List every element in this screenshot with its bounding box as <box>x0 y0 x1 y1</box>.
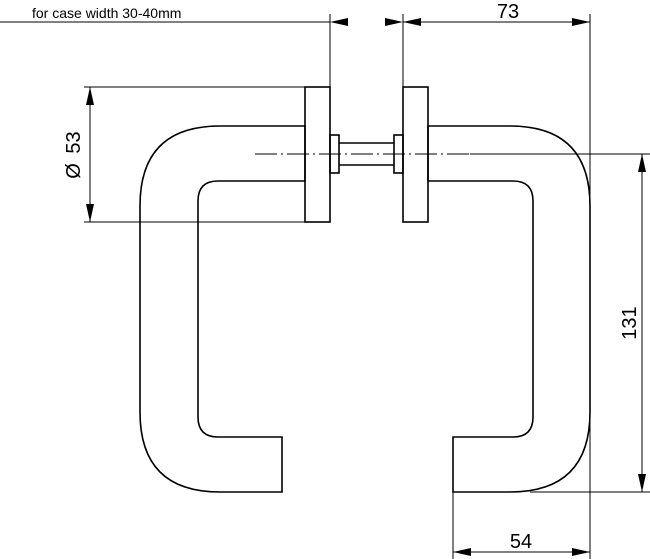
handle-height-label-group: 131 <box>619 306 641 339</box>
right-lever-handle <box>427 125 591 493</box>
handle-height-label: 131 <box>619 306 641 339</box>
handle-height-dimension <box>638 154 646 492</box>
svg-text:Ø 53: Ø 53 <box>63 131 85 178</box>
grip-return-dimension <box>453 548 590 556</box>
rose-diameter-label-group: Ø 53 <box>63 131 85 178</box>
rose-diameter-dimension <box>86 87 94 222</box>
left-lever-handle <box>139 125 306 493</box>
overall-projection-label: 73 <box>497 1 519 23</box>
case-width-dimension <box>0 18 590 26</box>
diameter-symbol: Ø <box>63 163 85 179</box>
grip-return-label: 54 <box>510 531 532 553</box>
rose-diameter-label: 53 <box>63 131 85 153</box>
case-width-note: for case width 30-40mm <box>32 5 181 21</box>
